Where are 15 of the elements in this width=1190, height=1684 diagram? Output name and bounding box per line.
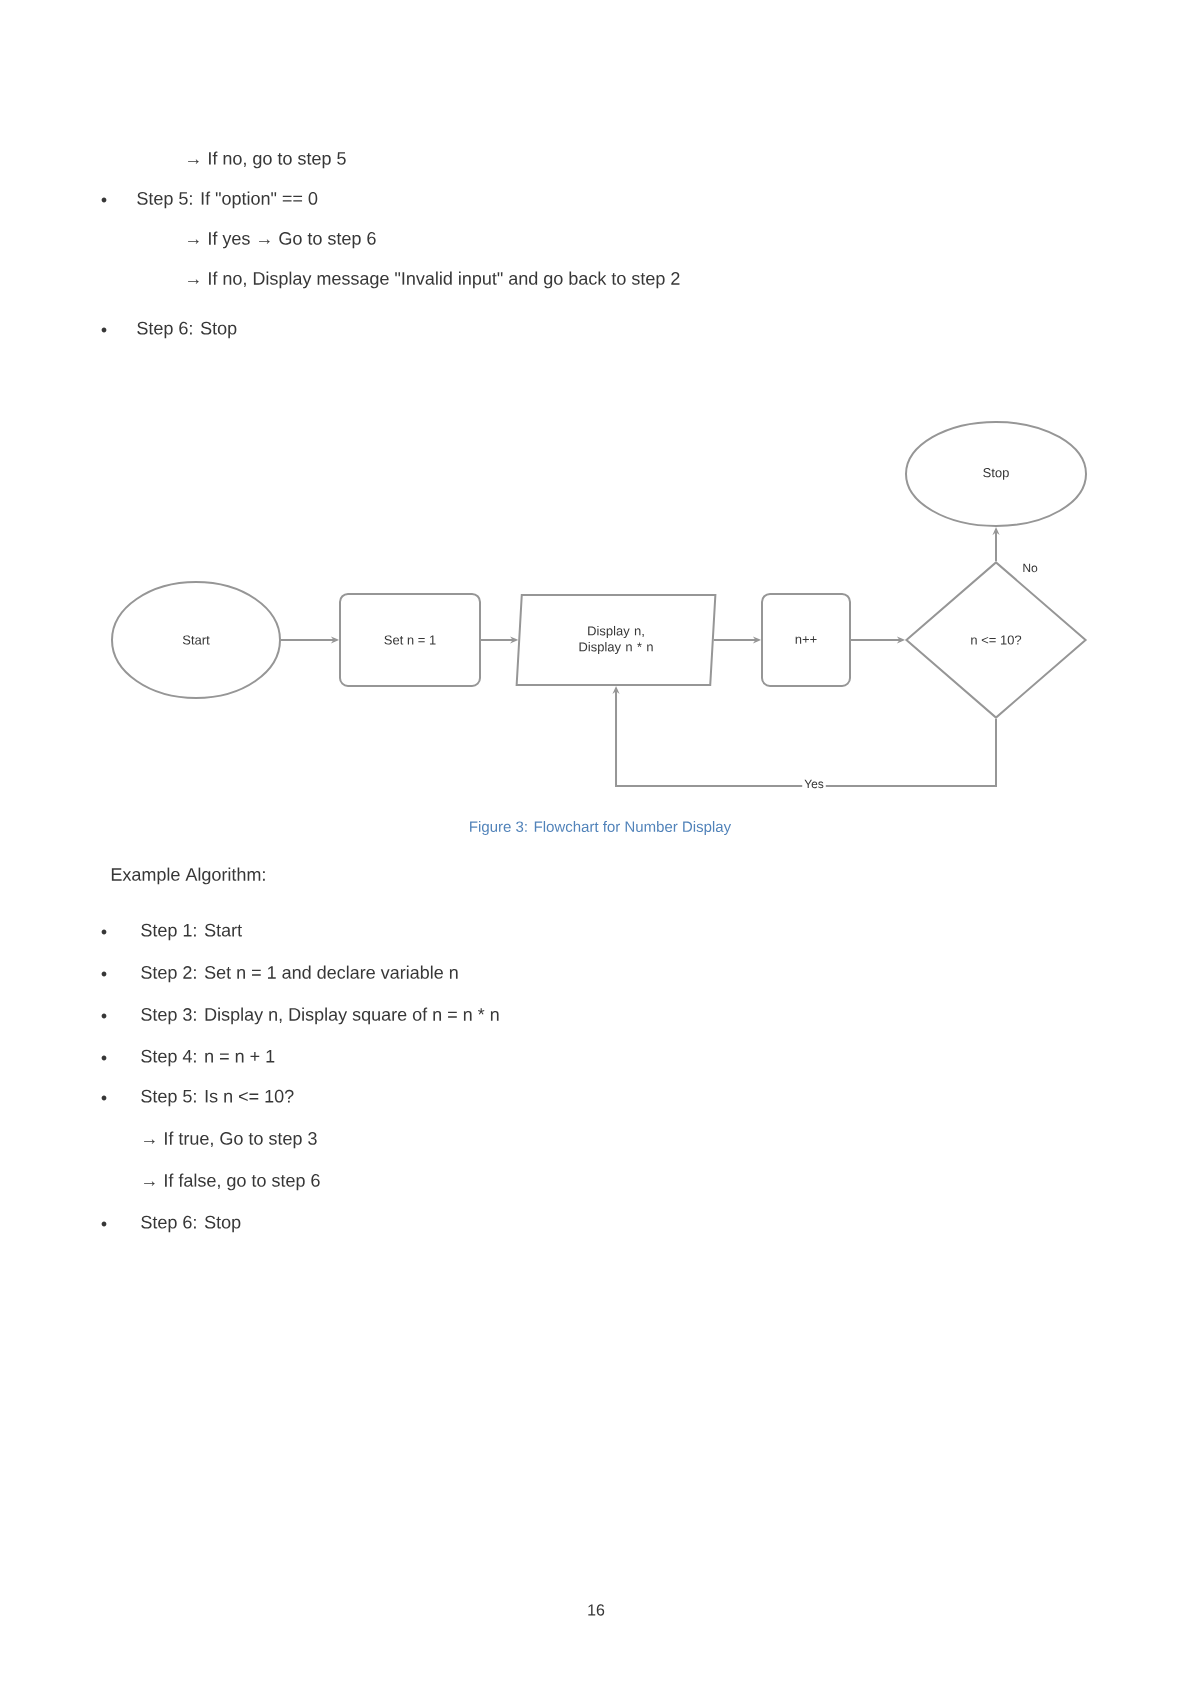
sub-item: → If no, go to step 5 — [188, 151, 346, 169]
list-item: Step 6: Stop — [141, 1215, 241, 1233]
sub-item: → If no, Display message "Invalid input" and go back to step 2 — [188, 271, 680, 289]
list-item: Step 5: If "option" == 0 — [137, 191, 318, 209]
sub-item: → If yes → Go to step 6 — [188, 231, 376, 249]
list-item: Step 3: Display n, Display square of n = n * n — [141, 1007, 499, 1025]
list-item: Step 2: Set n = 1 and declare variable n — [141, 965, 458, 983]
list-item: Step 5: Is n <= 10? — [141, 1089, 294, 1107]
sub-item: → If true, Go to step 3 — [144, 1131, 317, 1149]
list-item: Step 6: Stop — [137, 321, 237, 339]
section-heading: Example Algorithm: — [111, 867, 265, 885]
sub-item: → If false, go to step 6 — [144, 1173, 320, 1191]
page-number: 16 — [588, 1604, 605, 1616]
list-item: Step 4: n = n + 1 — [141, 1049, 275, 1067]
list-item: Step 1: Start — [141, 923, 242, 941]
